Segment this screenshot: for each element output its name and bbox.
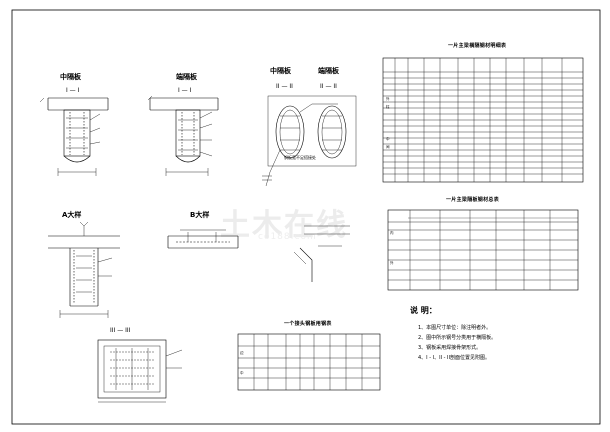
label-section-3: III — III xyxy=(110,327,131,334)
section-2-views xyxy=(262,95,357,187)
svg-text:外: 外 xyxy=(386,96,390,101)
svg-text:柱: 柱 xyxy=(386,104,390,109)
svg-text:边: 边 xyxy=(240,350,244,355)
detail-b xyxy=(167,229,239,249)
section-1-end-plate xyxy=(147,95,219,176)
svg-text:中: 中 xyxy=(386,136,390,141)
section-1-mid-plate xyxy=(39,97,109,176)
note-item-3: 3、钢板采用焊接骨架形式。 xyxy=(418,345,482,351)
label-detail-b: B大样 xyxy=(190,211,210,219)
title-rebar-total-table: 一片主梁隔板钢材总表 xyxy=(446,197,500,203)
notes-title: 说 明： xyxy=(410,306,437,315)
detail-center xyxy=(293,225,350,282)
label-section-2-mid: 中隔板 xyxy=(270,67,291,75)
table-rebar-detail xyxy=(382,57,584,183)
label-section-2b: II — II xyxy=(320,83,337,90)
note-item-2: 2、图中所示钢号分类用于横隔板。 xyxy=(418,335,497,341)
label-section-2-end: 端隔板 xyxy=(318,67,339,75)
label-detail-a: A大样 xyxy=(62,211,82,219)
label-end-plate: 端隔板 xyxy=(176,73,197,81)
title-joint-table: 一个接头钢板用钢表 xyxy=(284,321,332,327)
watermark-subtext: co188.com xyxy=(258,232,317,242)
table-text-marks: 外柱 中间 内外 边中 xyxy=(240,96,394,375)
svg-text:中: 中 xyxy=(240,370,244,375)
title-rebar-detail-table: 一片主梁横隔钢材明细表 xyxy=(448,43,507,49)
watermark-text: 土木在线 xyxy=(220,208,348,243)
table-rebar-total xyxy=(387,209,579,291)
section-3 xyxy=(97,339,183,403)
label-section-2a: II — II xyxy=(276,83,293,90)
label-weld-note: 钢板宽不足搭接处 xyxy=(284,155,316,160)
label-mid-plate: 中隔板 xyxy=(60,73,81,81)
svg-text:内: 内 xyxy=(390,230,394,235)
note-item-4: 4、I - I、II - II剖面位置见附图。 xyxy=(418,355,490,361)
svg-text:间: 间 xyxy=(386,144,390,149)
label-section-1-end: I — I xyxy=(178,87,192,94)
note-item-1: 1、本图尺寸单位：除注明者外。 xyxy=(418,325,492,331)
detail-a xyxy=(48,221,120,318)
svg-text:外: 外 xyxy=(390,260,394,265)
table-joint xyxy=(237,333,381,391)
label-section-1-mid: I — I xyxy=(66,87,80,94)
